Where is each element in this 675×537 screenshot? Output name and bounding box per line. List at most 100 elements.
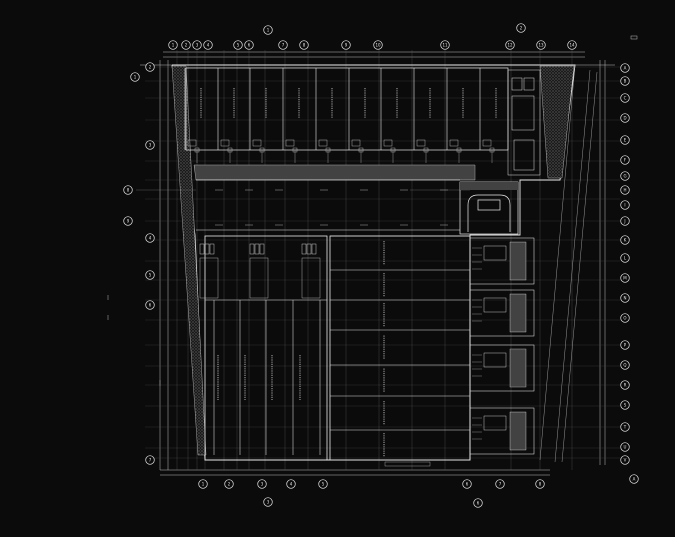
grid-bubble-right: S	[620, 400, 630, 410]
left-marks	[107, 295, 161, 386]
grid-bubble-label: 4	[290, 482, 293, 487]
grid-bubble-left: 6	[145, 300, 155, 310]
grid-bubble-label: R	[624, 383, 627, 388]
grid-bubble-label: N	[624, 296, 627, 301]
grid-bubble-top: 14	[567, 40, 577, 50]
grid-bubble-label: K	[624, 238, 627, 243]
grid-bubble-right: A	[629, 474, 639, 484]
grid-bubble-circle	[299, 40, 309, 50]
grid-bubble-label: A	[624, 66, 627, 71]
grid-bubble-top: 9	[341, 40, 351, 50]
grid-bubble-circle	[278, 40, 288, 50]
grid-bubble-label: U	[624, 445, 627, 450]
grid-bubble-label: 6	[477, 501, 480, 506]
grid-bubble-circle	[462, 479, 472, 489]
grid-bubble-circle	[620, 422, 630, 432]
grid-bubble-circle	[620, 135, 630, 145]
grid-bubble-circle	[620, 442, 630, 452]
parking-slot	[306, 243, 312, 255]
service-core-top-right	[507, 69, 541, 176]
grid-bubble-top: 7	[278, 40, 288, 50]
grid-bubble-top: 6	[244, 40, 254, 50]
grid-bubble-bottom: 3	[257, 479, 267, 489]
grid-bubble-circle	[620, 200, 630, 210]
grid-bubble-right: O	[620, 313, 630, 323]
grid-bubble-right: R	[620, 380, 630, 390]
grid-bubble-circle	[257, 479, 267, 489]
parking-slot	[249, 243, 255, 255]
grid-bubble-circle	[123, 185, 133, 195]
grid-bubble-right: P	[620, 340, 630, 350]
stair-core	[469, 344, 535, 392]
grid-bubble-left: 3	[145, 140, 155, 150]
grid-bubble-circle	[473, 498, 483, 508]
unit-door	[351, 139, 361, 147]
grid-bubble-right: E	[620, 135, 630, 145]
grid-bubble-left: 1	[130, 72, 140, 82]
grid-bubble-circle	[620, 273, 630, 283]
grid-bubble-label: 6	[149, 303, 152, 308]
grid-bubble-right: I	[620, 200, 630, 210]
grid-bubble-circle	[536, 40, 546, 50]
grid-bubble-label: P	[624, 343, 627, 348]
grid-bubble-circle	[244, 40, 254, 50]
corridor	[196, 179, 460, 231]
grid-bubble-label: A	[633, 477, 636, 482]
grid-bubble-left: 5	[145, 270, 155, 280]
grid-bubble-top: 3	[192, 40, 202, 50]
parking-slot	[301, 243, 307, 255]
stair-flight	[483, 245, 507, 261]
grid-bubble-top: 12	[505, 40, 515, 50]
grid-bubble-label: 8	[303, 43, 306, 48]
grid-bubble-circle	[505, 40, 515, 50]
grid-bubble-circle	[145, 140, 155, 150]
dimension-label	[384, 461, 431, 467]
grid-bubble-label: 7	[282, 43, 285, 48]
grid-bubble-circle	[198, 479, 208, 489]
grid-bubble-label: 9	[345, 43, 348, 48]
grid-bubble-left: 8	[123, 185, 133, 195]
grid-bubble-label: 1	[172, 43, 175, 48]
grid-bubble-right: H	[620, 185, 630, 195]
grid-bubble-circle	[620, 155, 630, 165]
parking-slot	[199, 243, 205, 255]
grid-bubble-circle	[233, 40, 243, 50]
stair-core	[301, 257, 321, 299]
grid-bubble-right: K	[620, 235, 630, 245]
grid-bubble-label: 2	[228, 482, 231, 487]
lower-left-units	[199, 235, 328, 461]
grid-bubble-label: 1	[267, 28, 270, 33]
right-hatched-wall	[539, 65, 575, 179]
grid-bubble-left: 2	[145, 62, 155, 72]
parking-slot	[209, 243, 215, 255]
grid-bubble-circle	[181, 40, 191, 50]
grid-bubble-circle	[123, 216, 133, 226]
grid-bubble-label: 13	[538, 43, 544, 48]
unit-marker	[358, 147, 364, 153]
unit-marker	[292, 147, 298, 153]
grid-bubble-right: T	[620, 422, 630, 432]
unit-door	[383, 139, 393, 147]
grid-bubble-label: 8	[127, 188, 130, 193]
stair-hatch	[509, 348, 527, 388]
grid-bubble-right: U	[620, 442, 630, 452]
unit-door	[482, 139, 492, 147]
grid-bubble-label: 3	[267, 500, 270, 505]
grid-bubble-right: J	[620, 216, 630, 226]
grid-bubble-circle	[620, 63, 630, 73]
grid-bubble-right: C	[620, 93, 630, 103]
parking-slot	[259, 243, 265, 255]
unit-marker	[489, 147, 495, 153]
grid-bubble-label: 11	[442, 43, 448, 48]
grid-bubble-circle	[145, 233, 155, 243]
grid-bubble-label: C	[624, 96, 627, 101]
grid-bubble-circle	[341, 40, 351, 50]
grid-bubble-circle	[620, 113, 630, 123]
grid-bubble-label: Q	[623, 363, 626, 368]
grid-bubble-bottom: 8	[535, 479, 545, 489]
grid-bubble-circle	[495, 479, 505, 489]
grid-bubble-right: Q	[620, 360, 630, 370]
grid-bubble-top: 8	[299, 40, 309, 50]
grid-bubble-right: F	[620, 155, 630, 165]
